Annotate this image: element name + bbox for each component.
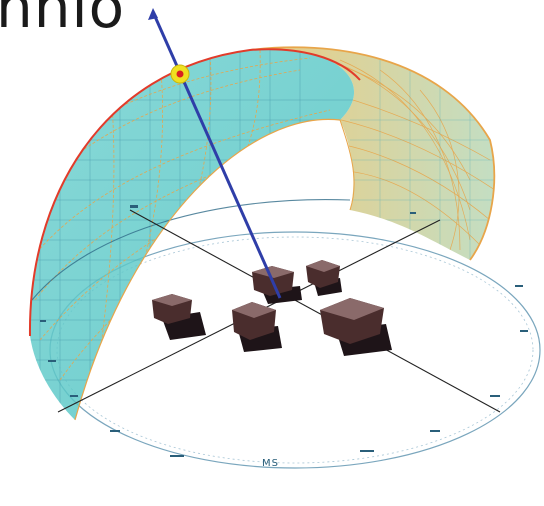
building-right-large xyxy=(320,298,392,356)
compass-ticks xyxy=(40,205,528,457)
building-center-left xyxy=(232,302,282,352)
south-label: MS xyxy=(262,458,279,469)
sun-vector xyxy=(148,8,282,299)
horizon-disk xyxy=(49,231,541,469)
page-title: nnio xyxy=(0,0,126,41)
building-left xyxy=(152,294,206,340)
buildings xyxy=(152,260,392,356)
sun-position-marker xyxy=(170,64,190,84)
building-right-top xyxy=(306,260,342,296)
